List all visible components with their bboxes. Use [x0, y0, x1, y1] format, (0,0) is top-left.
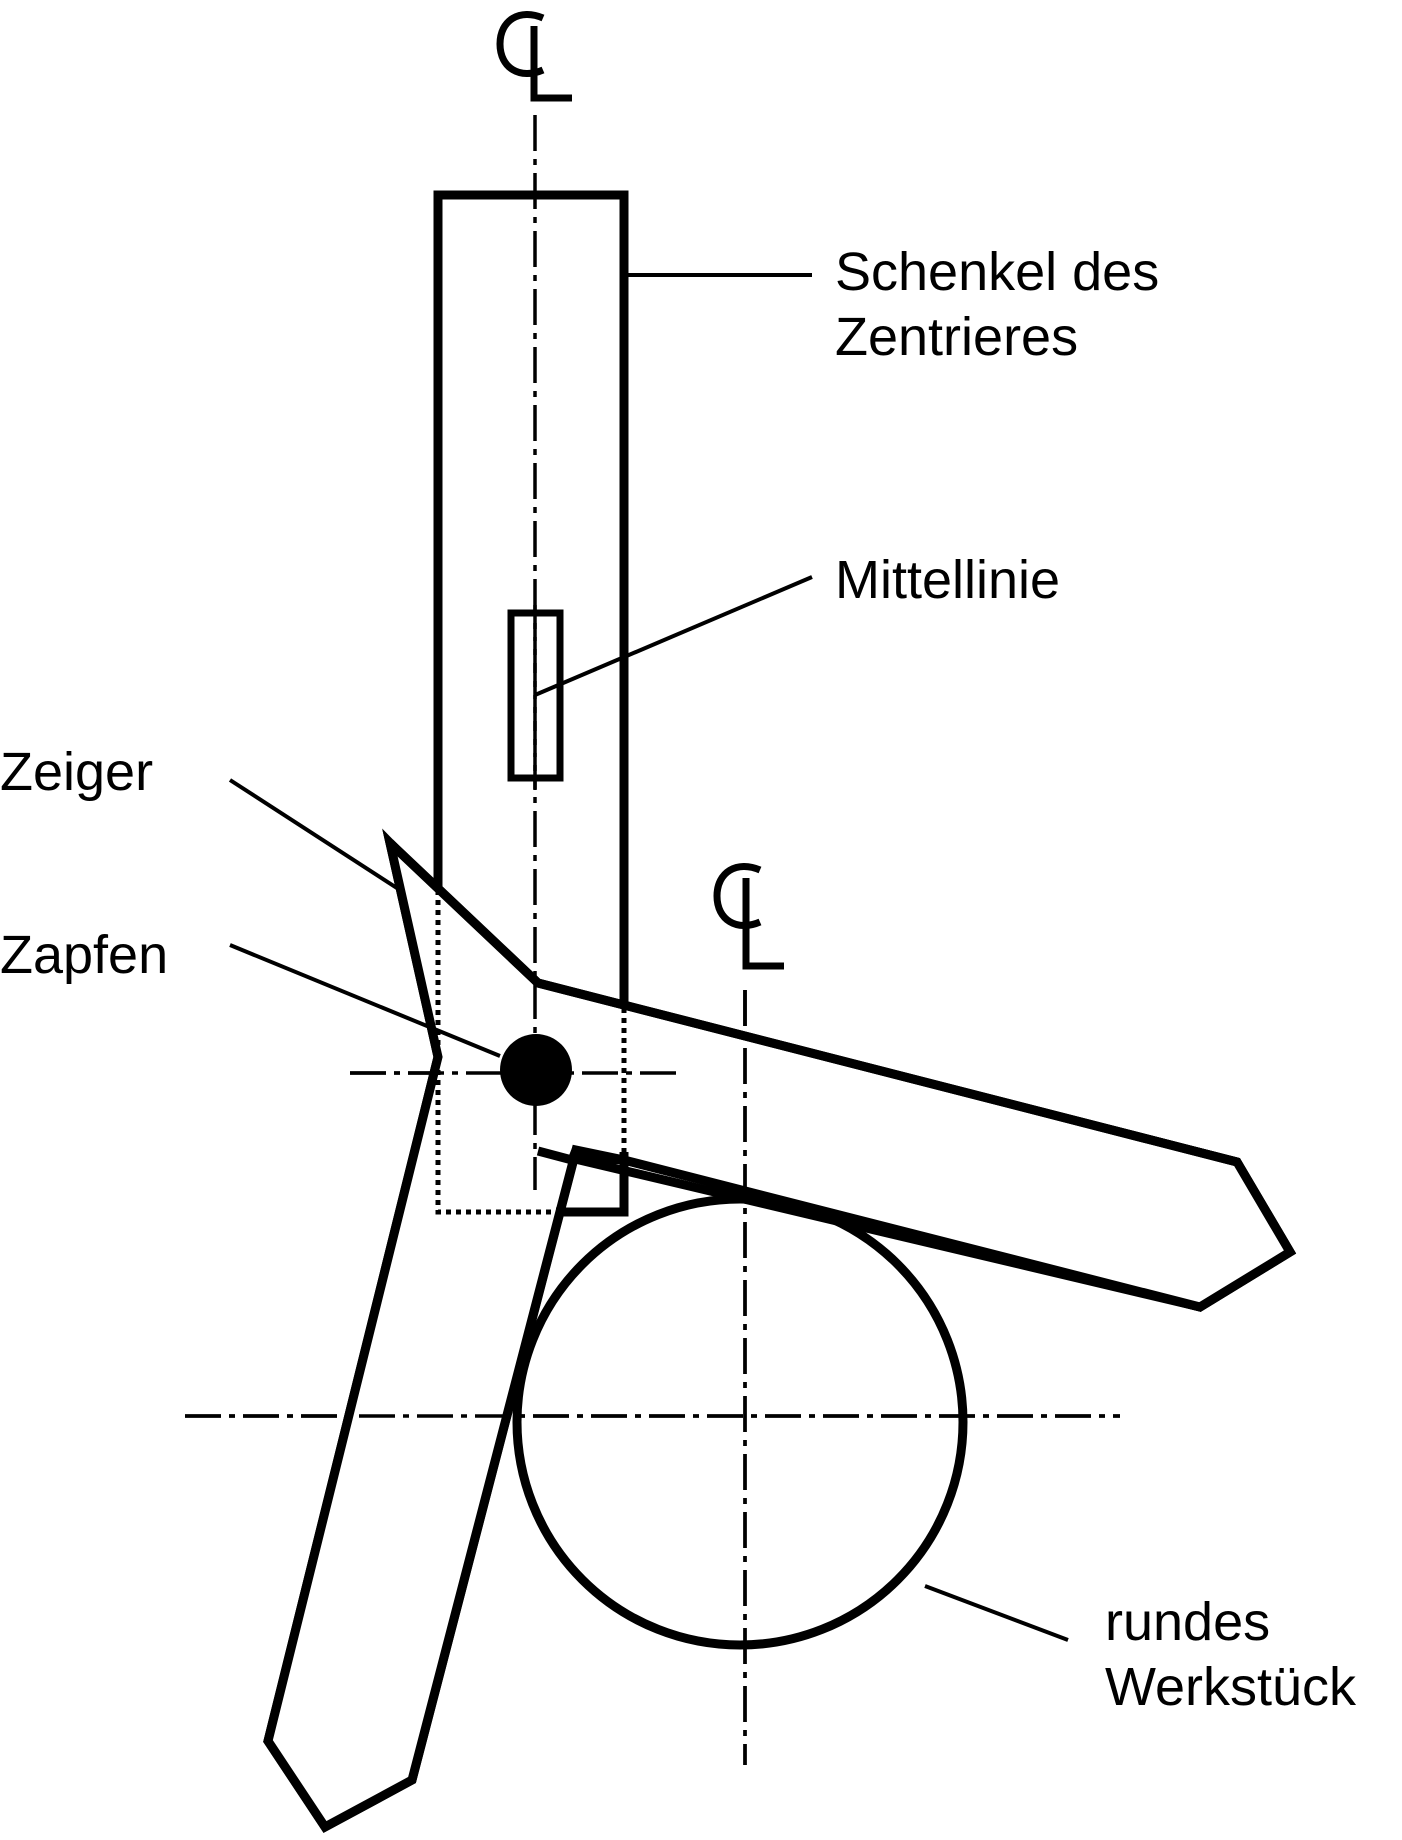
pivot-pin [500, 1034, 572, 1106]
leader-zeiger [228, 778, 402, 892]
label-zapfen: Zapfen [0, 925, 168, 985]
leg-visible-outline [433, 190, 629, 1008]
label-zeiger: Zeiger [0, 742, 153, 802]
label-schenkel-line2: Zentrieres [835, 307, 1078, 367]
leader-mittellinie [534, 575, 813, 697]
label-schenkel-line1: Schenkel des [835, 242, 1159, 302]
centerline-symbol-top: CL [496, 10, 572, 102]
leg-bottom-right [556, 1152, 629, 1217]
centerline-symbol-right: CL [713, 862, 784, 970]
label-werkstueck-line2: Werkstück [1105, 1657, 1357, 1717]
blade-inner-edge [536, 1146, 581, 1166]
label-werkstueck-line1: rundes [1105, 1592, 1270, 1652]
pointer-top-edge [536, 978, 1239, 1167]
centering-leg [433, 190, 629, 1014]
pointer-upper-edge [386, 839, 542, 987]
label-mittellinie: Mittellinie [835, 550, 1060, 610]
leg-hidden-edge-overlay [435, 890, 556, 1215]
leader-werkstueck [924, 1584, 1069, 1642]
leader-zapfen [229, 943, 501, 1058]
round-workpiece [512, 1194, 968, 1650]
